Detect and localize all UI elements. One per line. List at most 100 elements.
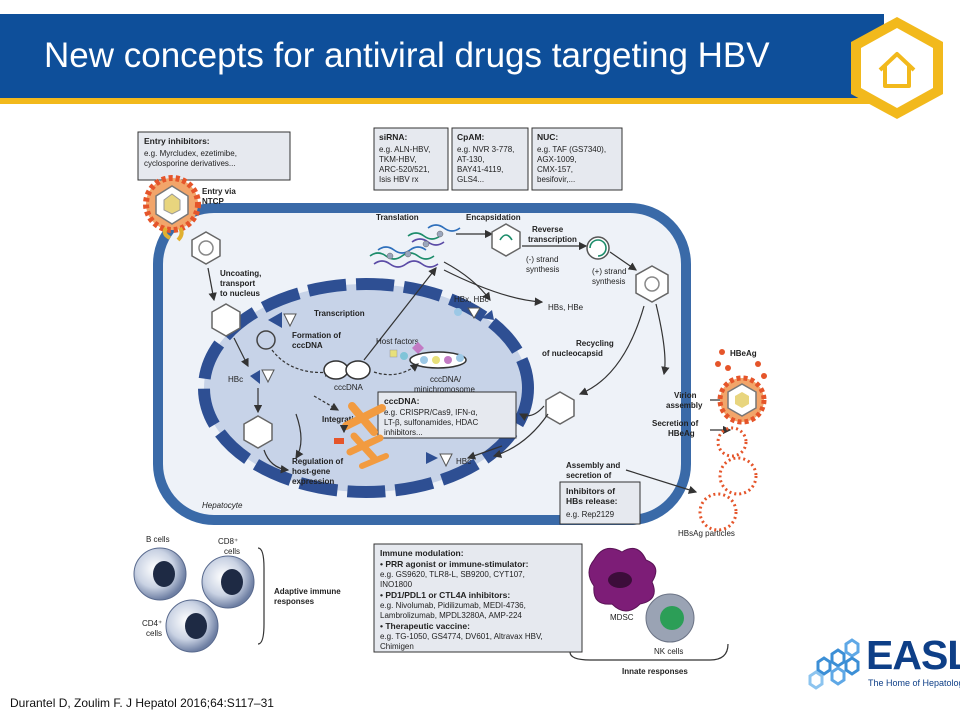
cpam-line1: e.g. NVR 3-778, [457, 145, 514, 154]
hbv-lifecycle-diagram: Entry inhibitors: e.g. Myrcludex, ezetim… [133, 127, 767, 676]
hbs-release-title-1: Inhibitors of [566, 486, 615, 496]
regulation-label-3: expression [292, 477, 334, 486]
cpam-box: CpAM: e.g. NVR 3-778, AT-130, BAY41-4119… [451, 127, 529, 191]
immune-line9: Chimigen [380, 642, 414, 651]
cd4-label-2: cells [146, 629, 162, 638]
immune-line4: • PD1/PDL1 or CTL4A inhibitors: [380, 590, 510, 600]
hbsag-particles-label: HBsAg particles [678, 529, 735, 538]
entry-box-line2: cyclosporine derivatives... [144, 159, 236, 168]
cpam-line3: BAY41-4119, [457, 165, 503, 174]
sirna-line2: TKM-HBV, [379, 155, 417, 164]
nuc-line2: AGX-1009, [537, 155, 577, 164]
sirna-line4: Isis HBV rx [379, 175, 419, 184]
hbc-label-2: HBc [456, 457, 471, 466]
immune-modulation-box: Immune modulation: • PRR agonist or immu… [373, 543, 583, 653]
entry-inhibitors-box: Entry inhibitors: e.g. Myrcludex, ezetim… [137, 131, 291, 181]
plus-strand-label-1: (+) strand [592, 267, 626, 276]
minichromosome-label-1: cccDNA/ [430, 375, 462, 384]
minus-strand-label-2: synthesis [526, 265, 559, 274]
transcription-label: Transcription [314, 309, 365, 318]
title-bar [0, 14, 884, 104]
immune-line6: Lambrolizumab, MPDL3280A, AMP-224 [380, 611, 522, 620]
minus-strand-label-1: (-) strand [526, 255, 558, 264]
easl-hexagons-icon [808, 638, 860, 690]
citation: Durantel D, Zoulim F. J Hepatol 2016;64:… [10, 696, 274, 710]
secretion-label-2: HBeAg [668, 429, 695, 438]
nk-cell [645, 593, 695, 643]
mature-nucleocapsid [635, 265, 669, 303]
virion-label-1: Virion [674, 391, 697, 400]
b-cell [133, 547, 187, 601]
cccdna-box-title: cccDNA: [384, 396, 420, 406]
cd4-cell [165, 599, 219, 653]
plus-strand-label-2: synthesis [592, 277, 625, 286]
encapsidation-label: Encapsidation [466, 213, 521, 222]
innate-bracket [569, 643, 729, 661]
recycling-label-2: of nucleocapsid [542, 349, 603, 358]
entry-box-title: Entry inhibitors: [144, 136, 210, 146]
ntcp-label: NTCP [202, 197, 224, 206]
sirna-box: siRNA: e.g. ALN-HBV, TKM-HBV, ARC-520/52… [373, 127, 449, 191]
immune-title: Immune modulation: [380, 548, 464, 558]
minichromosome-label-2: minichromosome [414, 385, 475, 394]
regulation-label-1: Regulation of [292, 457, 343, 466]
adaptive-label-1: Adaptive immune [274, 587, 341, 596]
assembly-label-2: secretion of [566, 471, 612, 480]
recycling-label-1: Recycling [576, 339, 614, 348]
immune-line5: e.g. Nivolumab, Pidilizumab, MEDI-4736, [380, 601, 526, 610]
cd8-label-2: cells [224, 547, 240, 556]
immune-line8: e.g. TG-1050, GS4774, DV601, Altravax HB… [380, 632, 543, 641]
secretion-label-1: Secretion of [652, 419, 699, 428]
capsid-entry [191, 231, 221, 265]
nuc-box: NUC: e.g. TAF (GS7340), AGX-1009, CMX-15… [531, 127, 623, 191]
adaptive-label-2: responses [274, 597, 315, 606]
immune-line1: • PRR agonist or immune-stimulator: [380, 559, 529, 569]
minichromosome-symbol [409, 351, 467, 369]
hbs-release-title-2: HBs release: [566, 496, 618, 506]
virion-label-2: assembly [666, 401, 703, 410]
uncoating-label-2: transport [220, 279, 255, 288]
easl-wordmark: EASL [866, 632, 960, 678]
mdsc-label: MDSC [610, 613, 634, 622]
entry-via-label: Entry via [202, 187, 236, 196]
cccdna-box-line2: LT-β, sulfonamides, HDAC [384, 418, 478, 427]
cd4-label-1: CD4⁺ [142, 619, 162, 628]
cpam-line4: GLS4... [457, 175, 484, 184]
formation-label-1: Formation of [292, 331, 341, 340]
immune-line7: • Therapeutic vaccine: [380, 621, 470, 631]
b-cells-label: B cells [146, 535, 170, 544]
chromosomes [334, 402, 389, 469]
cccdna-drugs-box: cccDNA: e.g. CRISPR/Cas9, IFN-α, LT-β, s… [377, 391, 517, 439]
slide-title: New concepts for antiviral drugs targeti… [44, 36, 770, 75]
nk-cells-label: NK cells [654, 647, 683, 656]
hbs-release-line1: e.g. Rep2129 [566, 510, 615, 519]
hbeag-dots [715, 349, 767, 379]
hbs-release-inhibitors-box: Inhibitors of HBs release: e.g. Rep2129 [559, 481, 641, 525]
uncoating-label-1: Uncoating, [220, 269, 261, 278]
cccdna-box-line1: e.g. CRISPR/Cas9, IFN-α, [384, 408, 478, 417]
hbx-hbc-label: HBx, HBc [454, 295, 489, 304]
sirna-line3: ARC-520/521, [379, 165, 430, 174]
innate-label: Innate responses [622, 667, 688, 676]
sirna-title: siRNA: [379, 132, 408, 142]
hbeag-label: HBeAg [730, 349, 757, 358]
house-icon [878, 52, 916, 88]
hbsag-spheres [698, 426, 758, 532]
cpam-line2: AT-130, [457, 155, 484, 164]
home-button[interactable] [846, 14, 948, 122]
cccdna-symbol [323, 360, 371, 380]
assembly-label-1: Assembly and [566, 461, 620, 470]
ribosomes [386, 230, 444, 260]
easl-tagline: The Home of Hepatology [868, 678, 960, 688]
nuc-title: NUC: [537, 132, 558, 142]
mdsc-cell [588, 547, 657, 612]
cccdna-box-line3: inhibitors... [384, 428, 423, 437]
uncoating-label-3: to nucleus [220, 289, 261, 298]
nuc-line1: e.g. TAF (GS7340), [537, 145, 606, 154]
easl-logo: EASL The Home of Hepatology [806, 630, 960, 706]
hbc-label-1: HBc [228, 375, 243, 384]
host-factor-shapes [389, 342, 424, 360]
hbs-hbe-label: HBs, HBe [548, 303, 584, 312]
recycled-capsid [545, 391, 575, 425]
cd8-cell [201, 555, 255, 609]
